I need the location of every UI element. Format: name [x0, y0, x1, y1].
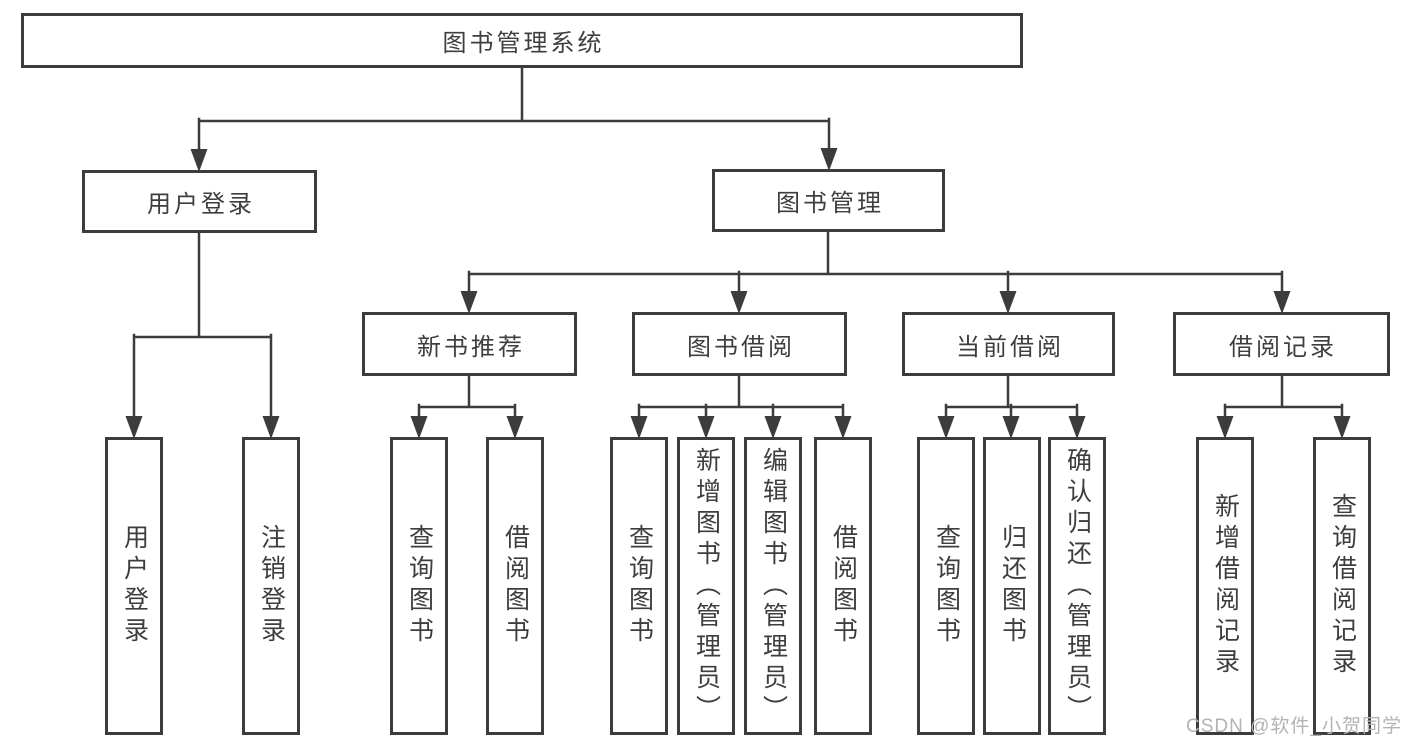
node-current-borrow: 当前借阅 — [902, 312, 1115, 376]
node-leaf-user-login: 用户登录 — [105, 437, 163, 735]
node-leaf-logout: 注销登录 — [242, 437, 300, 735]
node-leaf-bb-add-book: 新增图书（管理员） — [677, 437, 735, 735]
node-new-book-recommend: 新书推荐 — [362, 312, 577, 376]
node-leaf-bb-borrow-book: 借阅图书 — [814, 437, 872, 735]
node-leaf-cb-query-book: 查询图书 — [917, 437, 975, 735]
node-leaf-bb-edit-book: 编辑图书（管理员） — [744, 437, 802, 735]
node-leaf-nb-query-book: 查询图书 — [390, 437, 448, 735]
node-root: 图书管理系统 — [21, 13, 1023, 68]
node-leaf-br-query-record: 查询借阅记录 — [1313, 437, 1371, 735]
node-leaf-cb-confirm-return: 确认归还（管理员） — [1048, 437, 1106, 735]
node-book-management: 图书管理 — [712, 169, 945, 232]
csdn-watermark: CSDN @软件_小贺同学 — [1186, 716, 1402, 737]
node-leaf-br-add-record: 新增借阅记录 — [1196, 437, 1254, 735]
node-leaf-cb-return-book: 归还图书 — [983, 437, 1041, 735]
node-leaf-bb-query-book: 查询图书 — [610, 437, 668, 735]
node-borrow-records: 借阅记录 — [1173, 312, 1390, 376]
node-user-login: 用户登录 — [82, 170, 317, 233]
node-leaf-nb-borrow-book: 借阅图书 — [486, 437, 544, 735]
node-book-borrow: 图书借阅 — [632, 312, 847, 376]
